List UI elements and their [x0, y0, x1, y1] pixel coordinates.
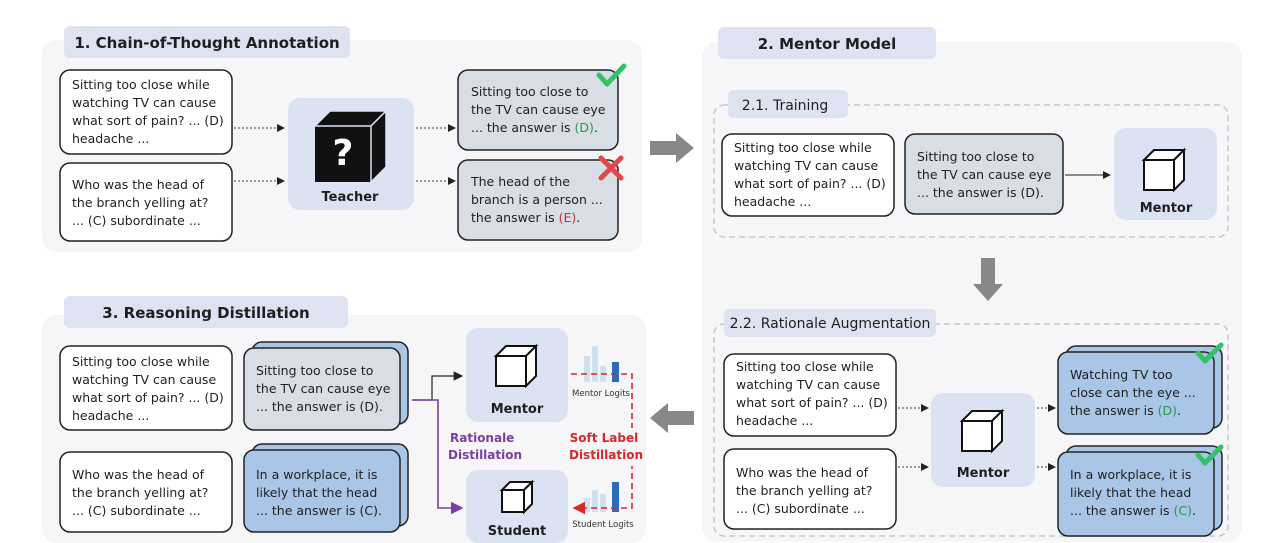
- augmentation-panel: [713, 323, 1229, 537]
- distill-rationale-box-a: [243, 347, 401, 431]
- rationale-distillation-label: Rationale Distillation: [448, 431, 522, 462]
- cube-icon: [493, 343, 539, 389]
- training-question-text: Sitting too close while watching TV can …: [734, 140, 890, 209]
- distill-rationale-box-b: [243, 449, 401, 533]
- mentor-label-training: Mentor: [1140, 201, 1193, 216]
- question-box-tv: [59, 69, 233, 155]
- student-logits-bars: [584, 482, 619, 512]
- question-branch-text: Who was the head of the branch yelling a…: [72, 177, 212, 228]
- training-question-box: [721, 133, 895, 217]
- check-icon: [1195, 342, 1224, 364]
- check-icon: [1195, 444, 1224, 466]
- training-rationale-box: [904, 133, 1064, 215]
- flow-arrow-2-to-3: [650, 403, 694, 433]
- section-3-header: [64, 296, 348, 328]
- distill-question-box-tv: [59, 345, 233, 431]
- augmentation-question-box-branch: [723, 448, 897, 530]
- training-header: [728, 90, 848, 118]
- mentor-logits-label: Mentor Logits: [572, 389, 631, 399]
- rationale-wrong-box: [457, 159, 619, 241]
- student-logits-label: Student Logits: [572, 520, 634, 530]
- rationale-correct-box: [457, 69, 619, 151]
- student-label: Student: [488, 524, 546, 539]
- augmentation-question-branch-text: Who was the head of the branch yelling a…: [736, 465, 876, 516]
- mentor-label-augmentation: Mentor: [957, 466, 1010, 481]
- cross-icon: [598, 155, 624, 181]
- rationale-correct-text: Sitting too close to the TV can cause ey…: [471, 84, 609, 135]
- cube-icon: [959, 408, 1005, 454]
- distill-rationale-text-b: In a workplace, it is likely that the he…: [256, 467, 382, 518]
- distill-question-tv-text: Sitting too close while watching TV can …: [72, 354, 228, 423]
- question-box-branch: [59, 162, 233, 242]
- soft-label-bg: [570, 428, 642, 466]
- distill-rationale-text-a: Sitting too close to the TV can cause ey…: [256, 363, 394, 414]
- arrow-rationales-to-student: [412, 399, 464, 515]
- cube-icon: [1141, 147, 1187, 193]
- section-cot-annotation: 1. Chain-of-Thought Annotation Sitting t…: [42, 26, 642, 252]
- augmentation-header: [724, 309, 936, 337]
- section-3-title: 3. Reasoning Distillation: [102, 304, 309, 322]
- training-rationale-text: Sitting too close to the TV can cause ey…: [917, 149, 1055, 200]
- distill-question-box-branch: [59, 451, 233, 533]
- soft-label-connector: [571, 373, 633, 515]
- section-mentor-model: 2. Mentor Model 2.1. Training Sitting to…: [702, 27, 1242, 542]
- augmentation-question-box-tv: [723, 353, 897, 437]
- section-1-header: [64, 26, 350, 58]
- augmentation-title: 2.2. Rationale Augmentation: [730, 316, 931, 332]
- flow-arrow-1-to-2: [650, 133, 694, 163]
- soft-label-distillation-label: Soft Label Distillation: [569, 431, 643, 462]
- section-reasoning-distillation: 3. Reasoning Distillation Sitting too cl…: [42, 296, 646, 543]
- cube-icon: [499, 479, 535, 515]
- augmented-rationale-text-b: In a workplace, it is likely that the he…: [1070, 467, 1196, 518]
- augmented-rationale-text-a: Watching TV too close can the eye ... th…: [1070, 367, 1200, 418]
- section-2-title: 2. Mentor Model: [758, 35, 897, 53]
- rationale-wrong-text: The head of the branch is a person ... t…: [470, 174, 607, 225]
- augmented-rationale-box-a: [1057, 351, 1215, 435]
- mentor-label-distill: Mentor: [491, 402, 544, 417]
- svg-text:?: ?: [333, 133, 354, 174]
- distill-question-branch-text: Who was the head of the branch yelling a…: [72, 467, 212, 518]
- check-icon: [596, 63, 627, 87]
- flow-arrow-training-to-augmentation: [973, 258, 1003, 301]
- augmented-rationale-box-b: [1057, 451, 1215, 537]
- section-1-title: 1. Chain-of-Thought Annotation: [74, 34, 339, 52]
- augmentation-question-tv-text: Sitting too close while watching TV can …: [736, 359, 892, 428]
- black-box-cube-icon: ?: [313, 109, 388, 184]
- question-tv-text: Sitting too close while watching TV can …: [72, 77, 228, 146]
- section-2-header: [718, 27, 936, 59]
- teacher-label: Teacher: [322, 190, 380, 205]
- training-title: 2.1. Training: [742, 98, 828, 114]
- training-panel: [713, 104, 1229, 238]
